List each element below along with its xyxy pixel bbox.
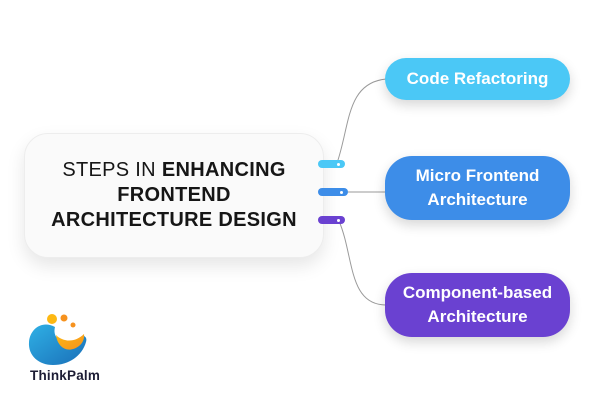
- title-emphasis-1: ENHANCING: [161, 159, 286, 181]
- branch-node-code-refactoring: Code Refactoring: [385, 58, 570, 100]
- brand-block: ThinkPalm: [26, 312, 100, 383]
- branch-node-label: Component-based Architecture: [402, 283, 553, 326]
- title-line-3: ARCHITECTURE DESIGN: [51, 209, 297, 231]
- branch-stub-code-refactoring: [318, 160, 345, 168]
- connector-curve-top: [336, 78, 387, 164]
- thinkpalm-logo-icon: [28, 314, 87, 365]
- title-line-2: FRONTEND: [117, 184, 231, 206]
- connector-curve-bottom: [338, 220, 387, 306]
- stub-dot-icon: [337, 218, 340, 222]
- branch-node-label: Micro Frontend Architecture: [415, 166, 540, 209]
- stub-dot-icon: [337, 162, 340, 166]
- branch-stub-micro-frontend: [318, 188, 348, 196]
- branch-node-micro-frontend: Micro Frontend Architecture: [385, 156, 570, 220]
- title-prefix: STEPS IN: [62, 159, 156, 181]
- branch-stub-component-based: [318, 216, 345, 224]
- branch-node-label: Code Refactoring: [406, 69, 549, 88]
- branch-node-component-based: Component-based Architecture: [385, 273, 570, 337]
- stub-dot-icon: [340, 190, 343, 194]
- brand-name: ThinkPalm: [30, 368, 101, 383]
